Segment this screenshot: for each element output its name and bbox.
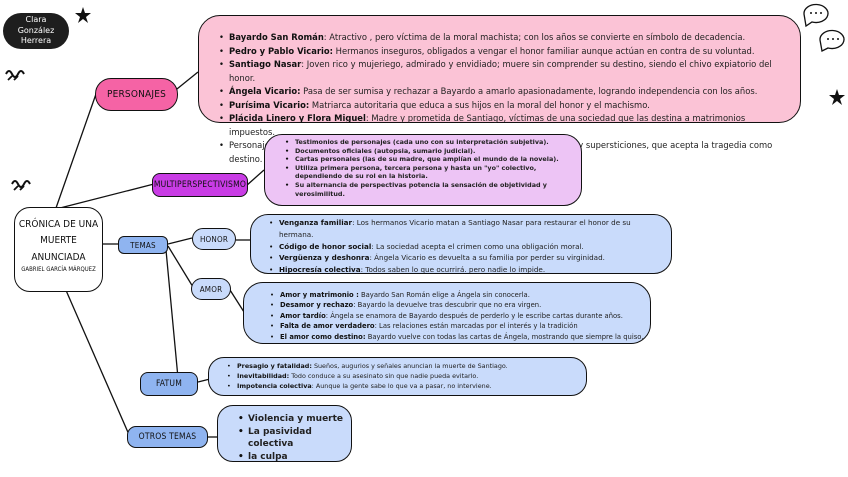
node-fatum-label: FATUM [155, 379, 183, 389]
list-item: Santiago Nasar: Joven rico y mujeriego, … [219, 58, 792, 85]
item-term: Vergüenza y deshonra [279, 253, 370, 263]
list-item: Inevitabilidad: Todo conduce a su asesin… [227, 371, 580, 381]
item-term: Inevitabilidad: [237, 372, 290, 380]
item-term: Venganza familiar [279, 218, 353, 227]
list-item: Presagio y fatalidad: Sueños, augurios y… [227, 361, 580, 371]
speech-bubbles-icon [803, 3, 845, 52]
node-otros-temas[interactable]: OTROS TEMAS [127, 426, 208, 448]
list-item: Amor y matrimonio : Bayardo San Román el… [270, 290, 644, 301]
item-term: Desamor y rechazo [280, 301, 354, 310]
item-text: : Las relaciones están marcadas por el i… [374, 322, 578, 331]
item-text: Hermanos inseguros, obligados a vengar e… [333, 45, 755, 56]
node-honor-label: HONOR [199, 234, 229, 244]
item-term: Amor y matrimonio : [280, 291, 359, 299]
node-personajes[interactable]: PERSONAJES [95, 78, 178, 111]
list-item: Utiliza primera persona, tercera persona… [285, 164, 573, 181]
item-term: Falta de amor verdadero [280, 322, 375, 331]
list-item: Falta de amor verdadero: Las relaciones … [270, 321, 644, 332]
list-item: Bayardo San Román: Atractivo , pero víct… [219, 31, 792, 45]
item-text: : Joven rico y mujeriego, admirado y env… [229, 59, 772, 83]
item-text: : Ángela se enamora de Bayardo después d… [325, 311, 623, 320]
node-temas-label: TEMAS [130, 240, 156, 250]
list-item: Purísima Vicario: Matriarca autoritaria … [219, 99, 792, 113]
item-text: Sueños, augurios y señales anuncian la m… [311, 362, 508, 370]
personajes-box: Bayardo San Román: Atractivo , pero víct… [198, 15, 801, 164]
title-line-2: MUERTE [40, 235, 77, 246]
list-item: Desamor y rechazo: Bayardo la devuelve t… [270, 300, 644, 311]
item-text: : Todos saben lo que ocurrirá. pero nadi… [360, 265, 546, 275]
node-personajes-label: PERSONAJES [106, 89, 167, 100]
title-line-3: ANUNCIADA [31, 252, 86, 263]
author-cloud: Clara González Herrera [3, 13, 69, 49]
multiperspectivismo-box: Testimonios de personajes (cada uno con … [264, 134, 582, 206]
list-item: Plácida Linero y Flora Miguel: Madre y p… [219, 112, 792, 139]
item-text: Bayardo San Román elige a Ángela sin con… [358, 291, 530, 299]
list-item: Pedro y Pablo Vicario: Hermanos inseguro… [219, 45, 792, 59]
list-item: Impotencia colectiva: Aunque la gente sa… [227, 381, 580, 391]
node-honor[interactable]: HONOR [192, 228, 236, 250]
list-item: la culpa [238, 451, 345, 464]
fatum-box: Presagio y fatalidad: Sueños, augurios y… [208, 357, 587, 396]
item-text: Todo conduce a su asesinato sin que nadi… [289, 372, 479, 380]
node-temas[interactable]: TEMAS [118, 236, 168, 254]
list-item: Amor tardío: Ángela se enamora de Bayard… [270, 311, 644, 322]
item-term: Bayardo San Román [229, 32, 324, 42]
item-term: Ángela Vicario: [229, 86, 301, 96]
list-item: Hipocresía colectiva: Todos saben lo que… [269, 264, 665, 276]
node-multiperspectivismo[interactable]: MULTIPERSPECTIVISMO [152, 173, 248, 197]
list-item: Ángela Vicario: Pasa de ser sumisa y rec… [219, 85, 792, 99]
item-text: : Los hermanos Vicario matan a Santiago … [279, 218, 631, 239]
item-text: : Atractivo , pero víctima de la moral m… [323, 32, 746, 42]
list-item: Venganza familiar: Los hermanos Vicario … [269, 217, 665, 241]
item-term: Plácida Linero y Flora Miguel [229, 113, 366, 123]
list-item: Documentos oficiales (autopsia, sumario … [285, 147, 573, 156]
squiggle-icon [11, 180, 31, 191]
star-icon [829, 89, 845, 105]
item-term: Pedro y Pablo Vicario: [229, 45, 334, 56]
author-name: Clara González Herrera [17, 14, 55, 46]
item-term: Impotencia colectiva [237, 382, 312, 390]
item-text: : Aunque la gente sabe lo que va a pasar… [311, 382, 492, 390]
item-term: Código de honor social [279, 241, 372, 251]
item-text: Pasa de ser sumisa y rechazar a Bayardo … [300, 86, 758, 96]
node-amor[interactable]: AMOR [191, 278, 231, 300]
central-title: CRÓNICA DE UNA MUERTE ANUNCIADA GABRIEL … [14, 207, 103, 292]
node-amor-label: AMOR [199, 284, 223, 294]
list-item: Su alternancia de perspectivas potencia … [285, 181, 573, 198]
node-otros-temas-label: OTROS TEMAS [138, 432, 197, 442]
item-text: Bayardo vuelve con todas las cartas de Á… [365, 332, 644, 341]
item-text: : Bayardo la devuelve tras descubrir que… [353, 301, 542, 310]
star-icon [75, 7, 91, 23]
item-text: : Madre y prometida de Santiago, víctima… [229, 113, 746, 137]
item-text: : Ángela Vicario es devuelta a su famili… [369, 253, 605, 263]
list-item: Cartas personales (las de su madre, que … [285, 155, 573, 164]
item-term: Hipocresía colectiva [279, 265, 361, 275]
node-fatum[interactable]: FATUM [140, 372, 198, 396]
item-term: Amor tardío [280, 311, 326, 320]
item-term: Purísima Vicario: [229, 99, 310, 110]
otros-temas-box: Violencia y muerte La pasividad colectiv… [217, 405, 352, 464]
list-item: Vergüenza y deshonra: Ángela Vicario es … [269, 252, 665, 264]
item-term: El amor como destino: [280, 332, 366, 341]
amor-box: Amor y matrimonio : Bayardo San Román el… [243, 282, 651, 344]
list-item: El amor como destino: Bayardo vuelve con… [270, 332, 644, 343]
honor-box: Venganza familiar: Los hermanos Vicario … [250, 214, 672, 276]
item-text: : La sociedad acepta el crimen como una … [371, 241, 584, 251]
list-item: Violencia y muerte [238, 413, 345, 426]
node-multiperspectivismo-label: MULTIPERSPECTIVISMO [153, 180, 247, 190]
item-term: Santiago Nasar [229, 59, 302, 69]
item-text: Matriarca autoritaria que educa a sus hi… [309, 99, 650, 110]
item-term: Presagio y fatalidad: [237, 362, 312, 370]
list-item: La pasividad colectiva [238, 426, 345, 451]
author-subtitle: GABRIEL GARCÍA MÁRQUEZ [21, 266, 96, 273]
title-line-1: CRÓNICA DE UNA [18, 219, 99, 230]
list-item: Testimonios de personajes (cada uno con … [285, 138, 573, 147]
list-item: Código de honor social: La sociedad acep… [269, 241, 665, 253]
squiggle-icon [5, 70, 25, 81]
